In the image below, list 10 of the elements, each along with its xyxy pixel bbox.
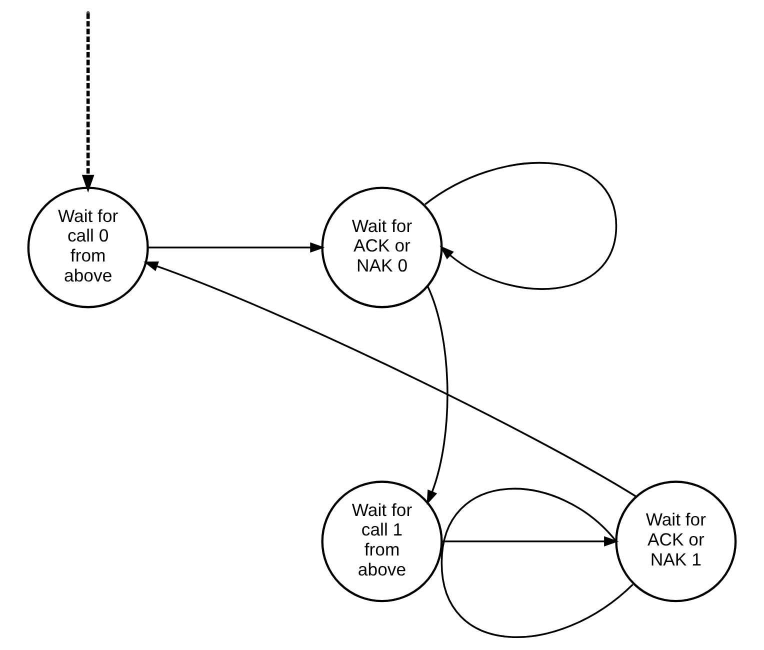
node-circle: Wait for call 1 from above [321, 480, 443, 602]
node-circle: Wait for ACK or NAK 1 [615, 480, 737, 602]
arrow [426, 286, 448, 505]
arrow [82, 13, 94, 193]
arrow [148, 242, 325, 253]
node-circle: Wait for ACK or NAK 0 [321, 186, 443, 308]
connector [440, 488, 634, 638]
arrow [143, 262, 637, 498]
arrow [442, 536, 619, 546]
node-circle: Wait for call 0 from above [27, 186, 149, 308]
